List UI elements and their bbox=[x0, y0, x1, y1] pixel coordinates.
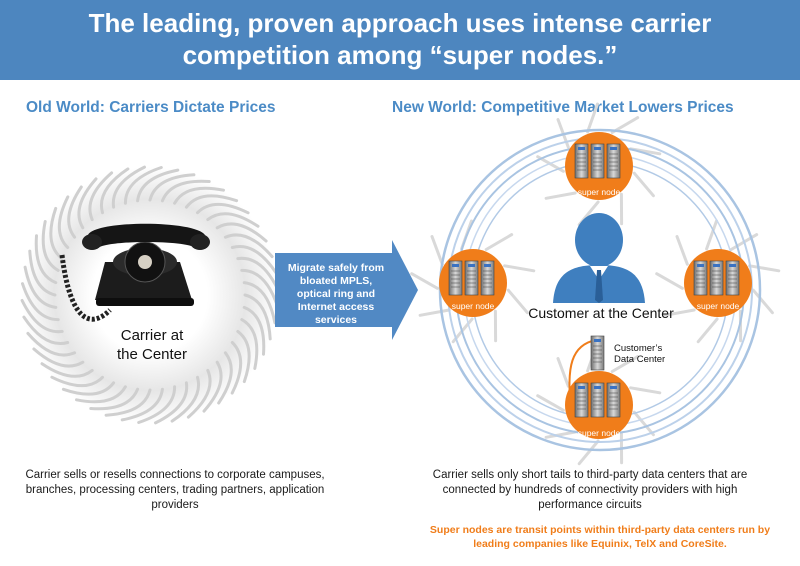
swirl-strand bbox=[26, 331, 77, 357]
swirl-strand bbox=[242, 305, 266, 356]
swirl-strand bbox=[136, 168, 180, 203]
old-world-title: Old World: Carriers Dictate Prices bbox=[26, 99, 276, 116]
carrier-label-line-2: the Center bbox=[116, 346, 188, 363]
network-strand bbox=[536, 394, 565, 412]
swirl-strand bbox=[57, 195, 70, 249]
network-strand bbox=[663, 308, 696, 317]
swirl-strand bbox=[215, 222, 268, 243]
banner-line-2: competition among “super nodes.” bbox=[182, 40, 618, 70]
network-strand bbox=[484, 233, 514, 251]
network-strand bbox=[629, 386, 662, 395]
swirl-strand bbox=[50, 375, 104, 388]
super-node-bottom-label: super node bbox=[577, 428, 621, 438]
customer-data-center-label: Customer’s Data Center bbox=[614, 343, 684, 365]
network-strand bbox=[586, 102, 599, 134]
swirl-strand bbox=[23, 265, 58, 309]
swirl-strand bbox=[49, 206, 64, 261]
swirl-strand bbox=[236, 329, 251, 384]
network-strand bbox=[577, 439, 600, 466]
data-center-label-line-2: Data Center bbox=[614, 354, 666, 365]
swirl-strand bbox=[154, 381, 189, 425]
network-strand bbox=[506, 288, 529, 315]
swirl-strand bbox=[89, 387, 140, 411]
swirl-strand bbox=[20, 299, 64, 334]
swirl-strand bbox=[196, 202, 250, 215]
swirl-strand bbox=[120, 387, 164, 422]
swirl-strand bbox=[21, 282, 60, 322]
new-world-title: New World: Competitive Market Lowers Pri… bbox=[392, 99, 734, 116]
super-node-top-label: super node bbox=[577, 187, 621, 197]
network-strand bbox=[410, 272, 439, 290]
swirl-strand bbox=[77, 177, 98, 230]
network-strand bbox=[544, 430, 577, 439]
network-strand bbox=[655, 272, 684, 290]
customer-person-icon bbox=[553, 213, 645, 303]
swirl-strand bbox=[217, 351, 233, 405]
swirl-strand bbox=[243, 293, 272, 341]
title-banner: The leading, proven approach uses intens… bbox=[0, 0, 800, 80]
super-node-footnote: Super nodes are transit points within th… bbox=[429, 524, 771, 550]
swirl-strand bbox=[240, 318, 259, 370]
network-strand bbox=[610, 355, 640, 373]
network-strand bbox=[675, 235, 689, 266]
swirl-strand bbox=[111, 165, 146, 209]
old-world-description: Carrier sells or resells connections to … bbox=[25, 469, 325, 511]
network-strand bbox=[418, 308, 451, 317]
swirl-strand bbox=[242, 281, 277, 325]
super-node-left-label: super node bbox=[451, 301, 495, 311]
network-strand bbox=[503, 264, 536, 273]
swirl-strand bbox=[104, 388, 152, 417]
swirl-strand bbox=[61, 381, 116, 396]
swirl-strand bbox=[223, 233, 274, 259]
network-strand bbox=[751, 288, 774, 315]
migration-arrow bbox=[275, 240, 418, 340]
swirl-strand bbox=[137, 385, 177, 424]
swirl-strand bbox=[184, 194, 239, 209]
new-world-description: Carrier sells only short tails to third-… bbox=[432, 469, 748, 511]
swirl-strand bbox=[34, 234, 58, 285]
super-node-right-label: super node bbox=[696, 301, 740, 311]
swirl-strand bbox=[88, 171, 114, 222]
network-strand bbox=[430, 235, 444, 266]
swirl-strand bbox=[123, 166, 163, 205]
swirl-strand bbox=[40, 362, 94, 378]
network-strand bbox=[632, 171, 655, 198]
swirl-strand bbox=[173, 186, 225, 205]
swirl-strand bbox=[100, 167, 130, 215]
swirl-strand bbox=[32, 347, 85, 368]
swirl-strand bbox=[160, 179, 211, 203]
swirl-strand bbox=[75, 385, 127, 404]
banner-line-1: The leading, proven approach uses intens… bbox=[88, 8, 712, 38]
swirl-strand bbox=[230, 245, 278, 275]
swirl-strand bbox=[206, 212, 260, 228]
telephone-icon bbox=[59, 223, 210, 322]
carrier-label-line-1: Carrier at bbox=[120, 327, 184, 344]
network-strand bbox=[544, 191, 577, 200]
network-strand bbox=[632, 410, 655, 437]
swirl-strand bbox=[170, 375, 200, 423]
network-strand bbox=[556, 357, 570, 388]
carrier-at-center-label: Carrier at the Center bbox=[92, 326, 212, 364]
swirl-strand bbox=[186, 368, 212, 419]
network-strand bbox=[705, 219, 718, 251]
customer-at-center-label: Customer at the Center bbox=[528, 305, 674, 321]
swirl-strand bbox=[41, 220, 60, 272]
migration-arrow-text: Migrate safely from bloated MPLS, optica… bbox=[287, 262, 385, 326]
data-center-label-line-1: Customer’s bbox=[614, 343, 663, 354]
swirl-strand bbox=[67, 185, 83, 239]
swirl-strand bbox=[202, 360, 223, 413]
network-strand bbox=[748, 264, 781, 273]
swirl-strand bbox=[230, 341, 243, 395]
swirl-strand bbox=[22, 315, 70, 345]
swirl-strand bbox=[148, 173, 196, 202]
network-strand bbox=[696, 317, 719, 344]
swirl-strand bbox=[28, 249, 57, 297]
